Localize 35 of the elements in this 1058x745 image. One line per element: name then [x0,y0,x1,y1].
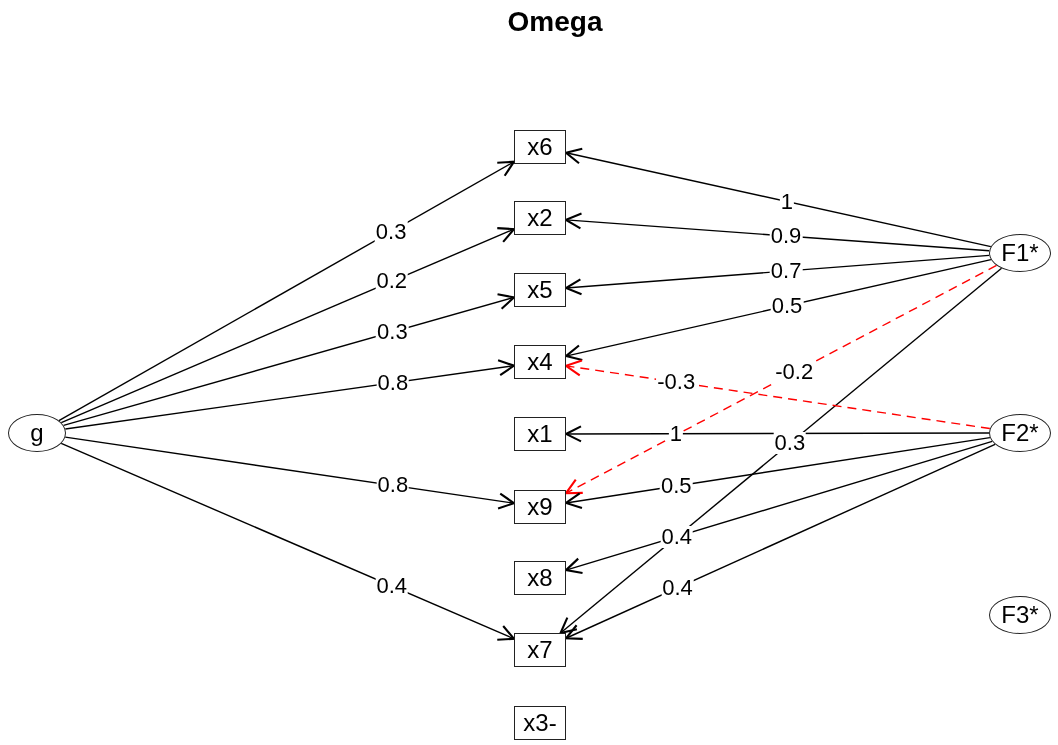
edge-label: 0.2 [375,270,409,293]
arrow [58,160,516,422]
factor-ellipse: F2* [989,414,1051,452]
edge-label: -0.2 [774,361,815,384]
arrow [564,147,992,248]
arrow [64,359,516,430]
variable-box: x6 [514,130,566,164]
arrow [564,443,996,640]
arrow [564,212,990,252]
arrow [564,436,991,510]
arrow [60,442,516,641]
variable-box: x5 [514,273,566,307]
arrow [564,258,992,362]
variable-box: x4 [514,345,566,379]
arrow [564,359,991,430]
diagram-title: Omega [506,6,604,38]
arrow [60,227,516,424]
arrow [564,440,993,575]
variable-box: x3- [514,706,566,740]
arrow [559,267,1003,635]
factor-ellipse: F1* [989,234,1051,272]
edge-label: 0.4 [661,576,694,599]
variable-box: x9 [514,490,566,524]
arrow [64,436,516,510]
edge-label: 0.3 [773,432,807,455]
edge-label: 0.3 [374,220,408,243]
factor-ellipse: g [8,414,66,452]
variable-box: x7 [514,633,566,667]
variable-box: x8 [514,561,566,595]
variable-box: x1 [514,417,566,451]
factor-ellipse: F3* [989,596,1051,634]
variable-box: x2 [514,201,566,235]
edge-label: 0.4 [660,525,694,548]
arrow [62,293,516,427]
arrow [564,254,990,296]
